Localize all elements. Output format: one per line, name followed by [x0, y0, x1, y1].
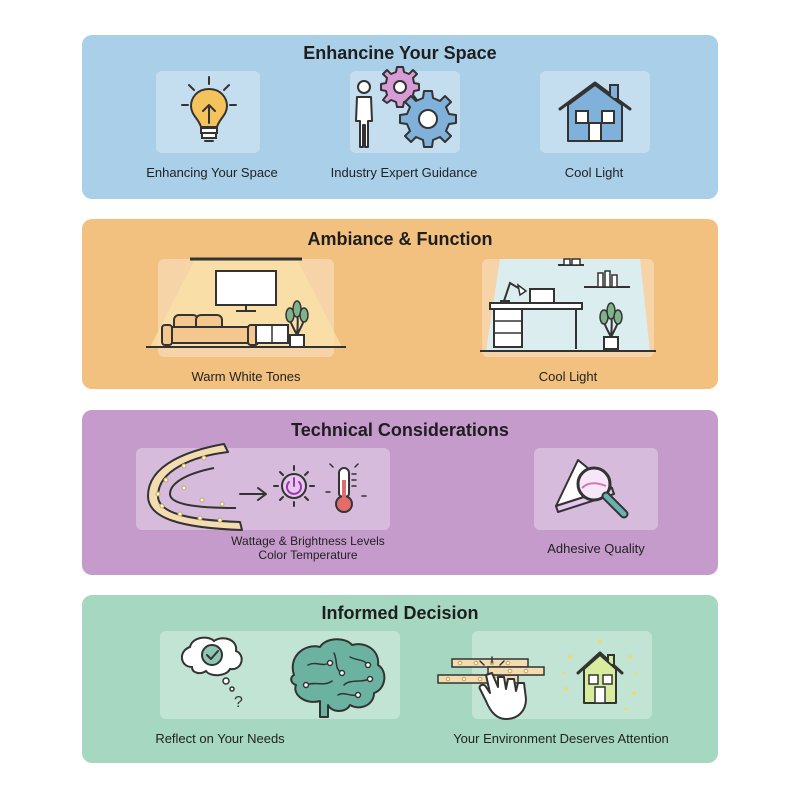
panel-title: Technical Considerations [291, 420, 509, 440]
panel-informed-decision: Informed Decision ? Reflect on Your Need… [82, 595, 718, 763]
caption-color-temperature: Color Temperature [258, 548, 358, 562]
thought-brain-icon: ? [181, 636, 386, 718]
caption-warm-white: Warm White Tones [191, 369, 301, 384]
desk-workspace-icon [480, 258, 656, 352]
house-icon [558, 81, 632, 142]
caption-adhesive-quality: Adhesive Quality [547, 541, 645, 556]
caption-environment-attention: Your Environment Deserves Attention [453, 731, 669, 746]
lightbulb-icon [181, 76, 237, 142]
panel-title: Ambiance & Function [307, 229, 493, 249]
living-room-icon [146, 257, 346, 348]
caption-cool-light-1: Cool Light [564, 165, 624, 180]
panel-title: Informed Decision [321, 603, 479, 623]
magnifier-adhesive-icon [555, 459, 629, 519]
caption-wattage-brightness: Wattage & Brightness Levels [231, 534, 385, 548]
svg-text:?: ? [234, 694, 243, 711]
panel-ambiance-function: Ambiance & Function Warm White Tones [82, 219, 718, 389]
led-strip-power-thermometer-icon [147, 443, 367, 531]
caption-expert-guidance: Industry Expert Guidance [330, 165, 478, 180]
caption-enhancing-space: Enhancing Your Space [146, 165, 278, 180]
strip-hand-house-icon [437, 639, 638, 720]
panel-enhance-space: Enhancine Your Space Enhancing Your Spac… [82, 35, 718, 199]
panel-technical: Technical Considerations [82, 410, 718, 575]
panel-title: Enhancine Your Space [303, 43, 497, 63]
person-gears-icon [355, 66, 457, 148]
caption-cool-light-2: Cool Light [538, 369, 598, 384]
caption-reflect-needs: Reflect on Your Needs [155, 731, 285, 746]
